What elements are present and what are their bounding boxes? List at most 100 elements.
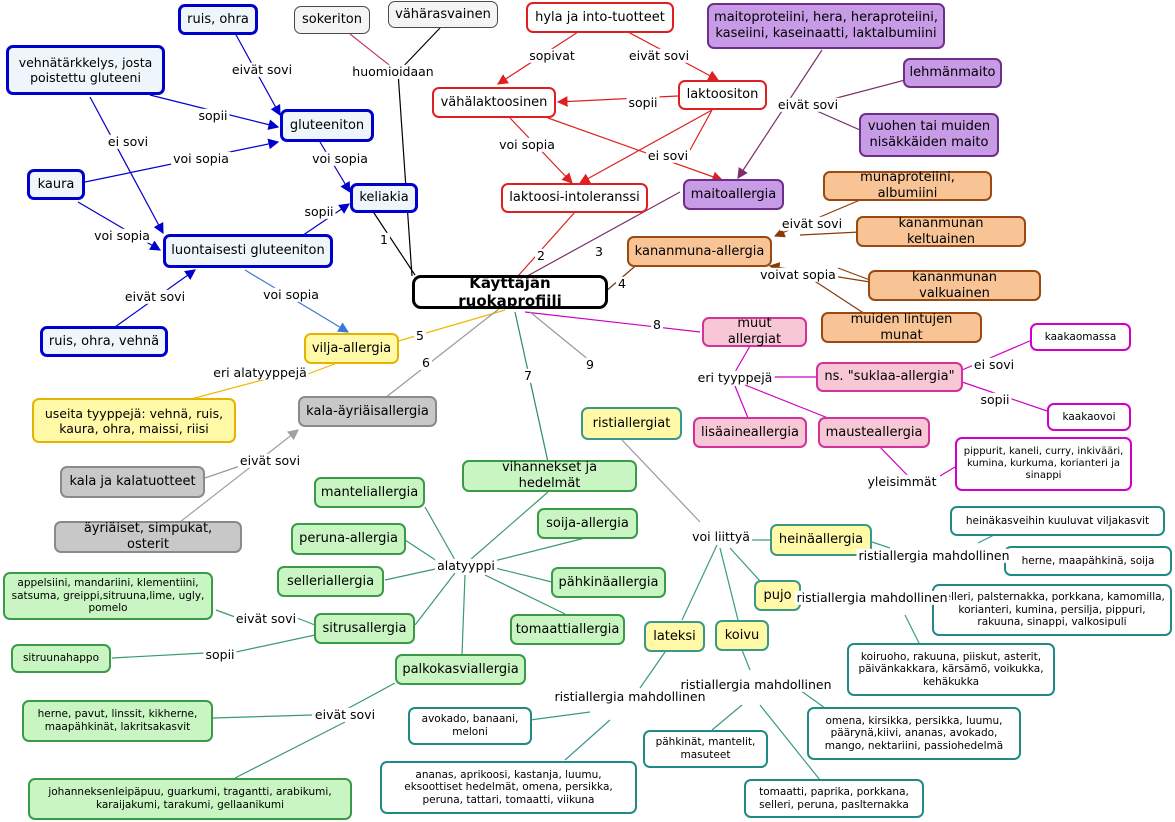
spoke-number-2: 2 — [535, 247, 547, 264]
node-manteliallergia[interactable]: manteliallergia — [314, 477, 425, 508]
node-sitruunahappo[interactable]: sitruunahappo — [11, 644, 111, 673]
label-ristiallergia-mahdollinen: ristiallergia mahdollinen — [678, 676, 834, 693]
node-sokeriton[interactable]: sokeriton — [294, 6, 370, 34]
label-sopii: sopii — [626, 94, 660, 111]
node-vaharasvainen[interactable]: vähärasvainen — [388, 1, 498, 28]
label-voi-sopia: voi sopia — [310, 150, 370, 167]
label-eivat-sovi: eivät sovi — [233, 610, 299, 627]
label-eivat-sovi: eivät sovi — [312, 706, 378, 723]
label-eivat-sovi: eivät sovi — [237, 452, 303, 469]
node-ruis-ohra-vehna[interactable]: ruis, ohra, vehnä — [40, 326, 168, 357]
spoke-number-7: 7 — [522, 367, 534, 384]
node-koivu[interactable]: koivu — [715, 620, 769, 651]
node-palkokasviallergia[interactable]: palkokasviallergia — [395, 654, 526, 685]
label-voi-liittya: voi liittyä — [690, 528, 752, 545]
node-vihannekset-ja-hedelmat[interactable]: vihannekset ja hedelmät — [462, 460, 637, 492]
node-pahkinaallergia[interactable]: pähkinäallergia — [551, 567, 666, 598]
label-sopii: sopii — [203, 646, 237, 663]
node-koivu-lista-3[interactable]: tomaatti, paprika, porkkana, selleri, pe… — [744, 779, 924, 818]
node-lateksi-lista-1[interactable]: avokado, banaani, meloni — [408, 707, 532, 745]
node-heina-lista-2[interactable]: herne, maapähkinä, soija — [1004, 546, 1172, 576]
label-voi-sopia: voi sopia — [261, 286, 321, 303]
label-eri-alatyyppeja: eri alatyyppejä — [211, 364, 309, 381]
node-vilja-allergia[interactable]: vilja-allergia — [304, 333, 399, 364]
node-pujo[interactable]: pujo — [754, 580, 801, 611]
node-heinaallergia[interactable]: heinäallergia — [770, 524, 872, 556]
label-sopii: sopii — [196, 107, 230, 124]
node-vehnatarkkelys[interactable]: vehnätärkkelys, josta poistettu gluteeni — [6, 45, 165, 95]
node-muut-allergiat[interactable]: muut allergiat — [702, 316, 807, 347]
node-ruis-ohra[interactable]: ruis, ohra — [178, 4, 258, 35]
node-kaakaomassa[interactable]: kaakaomassa — [1030, 323, 1131, 351]
node-koivu-lista-2[interactable]: omena, kirsikka, persikka, luumu, pääryn… — [807, 707, 1021, 760]
node-herne-lista[interactable]: herne, pavut, linssit, kikherne, maapähk… — [22, 700, 213, 742]
node-kaura[interactable]: kaura — [27, 169, 85, 200]
node-lisaaineallergia[interactable]: lisäaineallergia — [693, 417, 807, 448]
label-sopii: sopii — [302, 203, 336, 220]
node-pujo-lista-2[interactable]: koiruoho, rakuuna, piiskut, asterit, päi… — [847, 643, 1055, 696]
node-kala-ja-kalatuotteet[interactable]: kala ja kalatuotteet — [60, 466, 205, 498]
node-maitoallergia[interactable]: maitoallergia — [683, 179, 784, 210]
node-tomaattiallergia[interactable]: tomaattiallergia — [510, 614, 625, 645]
node-soija-allergia[interactable]: soija-allergia — [537, 508, 638, 539]
node-kananmunan-valkuainen[interactable]: kananmunan valkuainen — [868, 270, 1041, 301]
spoke-number-5: 5 — [414, 327, 426, 344]
node-vahalaktoosinen[interactable]: vähälaktoosinen — [432, 87, 556, 118]
node-lateksi[interactable]: lateksi — [644, 621, 705, 652]
node-keliakia[interactable]: keliakia — [350, 183, 418, 213]
label-huomioidaan: huomioidaan — [350, 63, 436, 80]
label-yleisimmat: yleisimmät — [865, 473, 939, 490]
node-munaproteiini[interactable]: munaproteiini, albumiini — [823, 170, 992, 201]
label-sopivat: sopivat — [527, 47, 577, 64]
node-gluteeniton[interactable]: gluteeniton — [280, 109, 374, 142]
node-selleriallergia[interactable]: selleriallergia — [277, 566, 384, 597]
node-heina-lista-1[interactable]: heinäkasveihin kuuluvat viljakasvit — [950, 506, 1165, 536]
node-pujo-lista[interactable]: selleri, palsternakka, porkkana, kamomil… — [932, 584, 1172, 636]
node-useita-tyyppeja[interactable]: useita tyyppejä: vehnä, ruis, kaura, ohr… — [32, 398, 236, 443]
label-voi-sopia: voi sopia — [497, 136, 557, 153]
label-eivat-sovi: eivät sovi — [229, 61, 295, 78]
label-ei-sovi: ei sovi — [971, 356, 1017, 373]
label-voivat-sopia: voivat sopia — [758, 266, 838, 283]
label-ei-sovi: ei sovi — [645, 147, 691, 164]
label-voi-sopia: voi sopia — [92, 227, 152, 244]
label-ei-sovi: ei sovi — [105, 133, 151, 150]
node-kaakaovoi[interactable]: kaakaovoi — [1047, 403, 1131, 431]
spoke-number-4: 4 — [616, 275, 628, 292]
node-luontaisesti-gluteeniton[interactable]: luontaisesti gluteeniton — [163, 234, 333, 268]
node-koivu-lista-1[interactable]: pähkinät, mantelit, masuteet — [643, 730, 768, 768]
node-kananmuna-allergia[interactable]: kananmuna-allergia — [627, 236, 772, 267]
spoke-number-6: 6 — [420, 354, 432, 371]
label-eivat-sovi: eivät sovi — [626, 47, 692, 64]
node-johannes-lista[interactable]: johanneksenleipäpuu, guarkumi, tragantti… — [28, 778, 352, 820]
node-sitrus-lista[interactable]: appelsiini, mandariini, klementiini, sat… — [3, 572, 213, 620]
node-laktoosi-intoleranssi[interactable]: laktoosi-intoleranssi — [501, 183, 648, 213]
node-mausteallergia[interactable]: mausteallergia — [818, 417, 930, 448]
label-eivat-sovi: eivät sovi — [775, 96, 841, 113]
node-lehmanmaito[interactable]: lehmänmaito — [903, 58, 1002, 88]
node-kananmunan-keltuainen[interactable]: kananmunan keltuainen — [856, 216, 1026, 247]
spoke-number-9: 9 — [584, 356, 596, 373]
node-mausteet-lista[interactable]: pippurit, kaneli, curry, inkivääri, kumi… — [955, 437, 1132, 491]
node-sitrusallergia[interactable]: sitrusallergia — [314, 613, 415, 644]
spoke-number-1: 1 — [378, 231, 390, 248]
node-kala-ayriaisallergia[interactable]: kala-äyriäisallergia — [298, 396, 437, 427]
node-suklaa-allergia[interactable]: ns. "suklaa-allergia" — [816, 362, 963, 392]
label-ristiallergia-mahdollinen: ristiallergia mahdollinen — [794, 589, 950, 606]
node-ayriaiset[interactable]: äyriäiset, simpukat, osterit — [54, 521, 242, 553]
label-voi-sopia: voi sopia — [171, 150, 231, 167]
node-lateksi-lista-2[interactable]: ananas, aprikoosi, kastanja, luumu, ekso… — [380, 761, 637, 814]
node-hyla[interactable]: hyla ja into-tuotteet — [526, 2, 674, 33]
center-node[interactable]: Käyttäjän ruokaprofiili — [412, 274, 608, 310]
node-ristiallergiat[interactable]: ristiallergiat — [581, 407, 682, 440]
label-eri-tyyppeja: eri tyyppejä — [695, 369, 775, 386]
node-peruna-allergia[interactable]: peruna-allergia — [291, 523, 406, 555]
node-laktoositon[interactable]: laktoositon — [678, 80, 767, 110]
node-maitoproteiini[interactable]: maitoproteiini, hera, heraproteiini, kas… — [707, 3, 945, 49]
spoke-number-8: 8 — [651, 316, 663, 333]
node-muiden-lintujen-munat[interactable]: muiden lintujen munat — [821, 312, 982, 343]
node-vuohen-maito[interactable]: vuohen tai muiden nisäkkäiden maito — [859, 113, 999, 157]
label-ristiallergia-mahdollinen: ristiallergia mahdollinen — [552, 688, 708, 705]
label-alatyyppi: alatyyppi — [435, 557, 497, 574]
spoke-number-3: 3 — [593, 243, 605, 260]
